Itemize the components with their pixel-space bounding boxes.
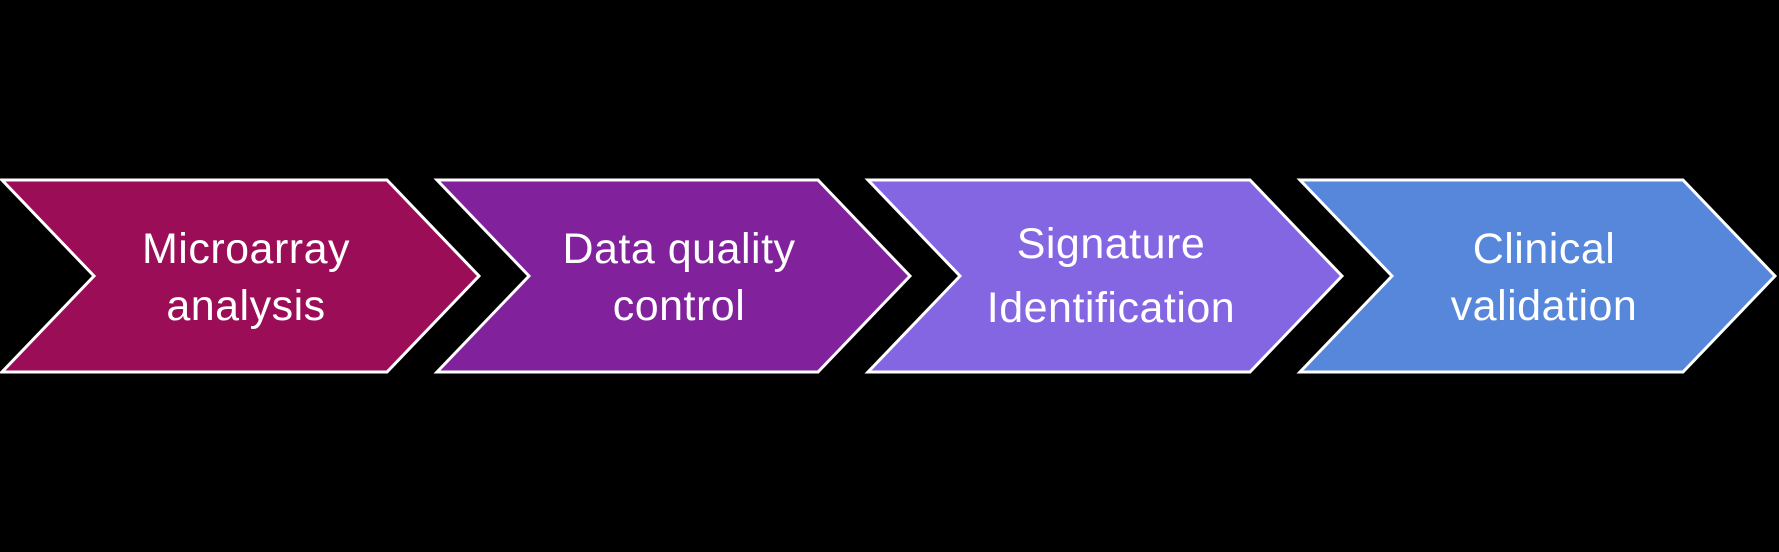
chevron-shape-data-quality-control (433, 178, 913, 374)
step-label-line2: analysis (166, 282, 325, 330)
step-label-line2: validation (1451, 282, 1638, 330)
step-label-line1: Signature (1017, 220, 1206, 268)
step-label-line2: control (613, 282, 746, 330)
process-step-data-quality-control: Data quality control (433, 178, 913, 374)
step-label-line2: Identification (987, 284, 1235, 332)
process-step-clinical-validation: Clinical validation (1296, 178, 1778, 374)
process-step-signature-identification: Signature Identification (864, 178, 1345, 374)
chevron-shape-microarray-analysis (0, 178, 482, 374)
step-label-line1: Data quality (562, 225, 795, 273)
step-label-line1: Microarray (142, 225, 350, 273)
process-step-microarray-analysis: Microarray analysis (0, 178, 482, 374)
chevron-shape-signature-identification (864, 178, 1345, 374)
chevron-shape-clinical-validation (1296, 178, 1778, 374)
step-label-line1: Clinical (1473, 225, 1616, 273)
